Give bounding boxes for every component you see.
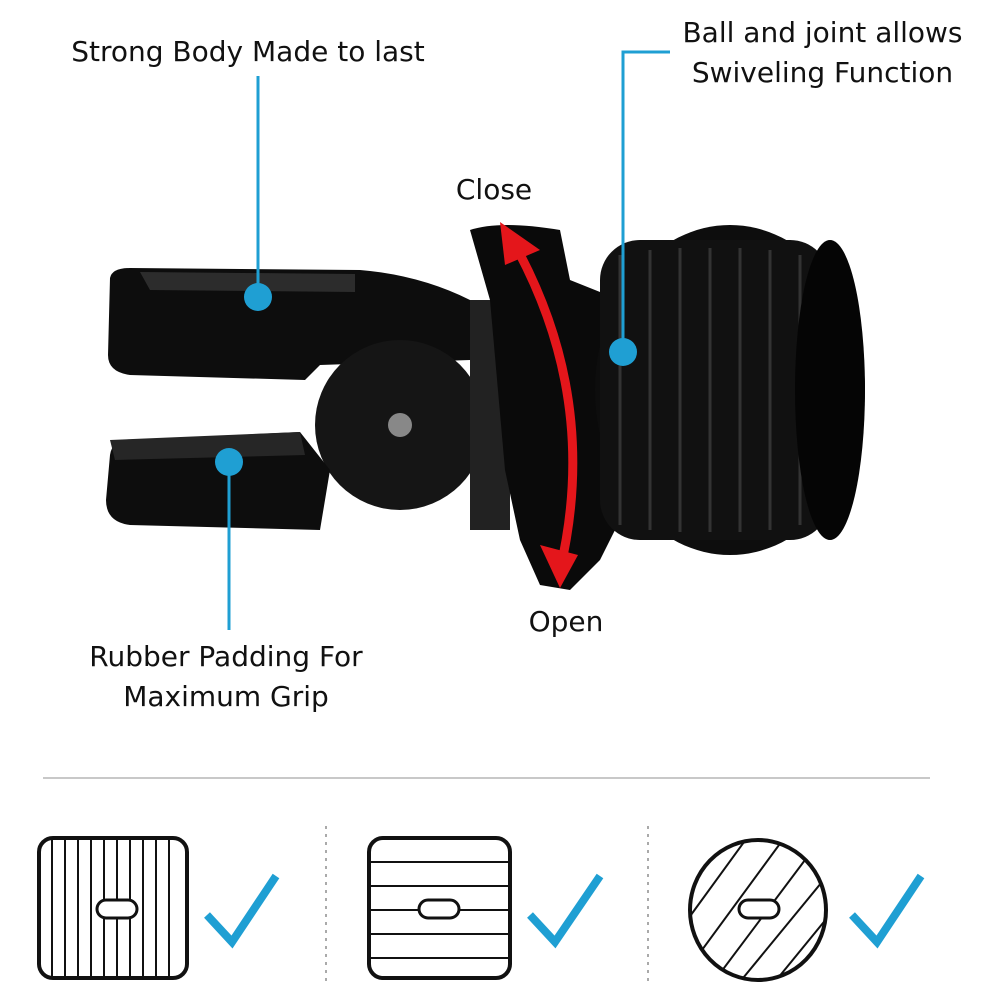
open-label: Open: [528, 605, 604, 638]
joint-callout-line: [621, 50, 670, 352]
joint-callout-line2: Swiveling Function: [691, 56, 954, 89]
body-callout-label: Strong Body Made to last: [71, 35, 425, 68]
padding-callout-dot: [215, 448, 243, 476]
joint-callout-label: Ball and joint allows Swiveling Function: [660, 13, 985, 93]
horizontal-vent-icon: [367, 836, 512, 980]
joint-callout-line1: Ball and joint allows: [682, 16, 963, 49]
open-close-arrow: [500, 222, 578, 588]
check-icon: [527, 873, 604, 949]
joint-callout-dot: [609, 338, 637, 366]
vertical-vent-icon: [37, 836, 189, 980]
close-label: Close: [455, 173, 533, 206]
body-callout-dot: [244, 283, 272, 311]
round-vent-icon: [688, 838, 828, 982]
padding-callout-line1: Rubber Padding For: [89, 640, 363, 673]
check-icon: [204, 873, 280, 949]
vent-clip-product: [106, 225, 865, 590]
check-icon: [849, 873, 925, 949]
padding-callout-line2: Maximum Grip: [123, 680, 329, 713]
padding-callout-label: Rubber Padding For Maximum Grip: [46, 637, 406, 717]
